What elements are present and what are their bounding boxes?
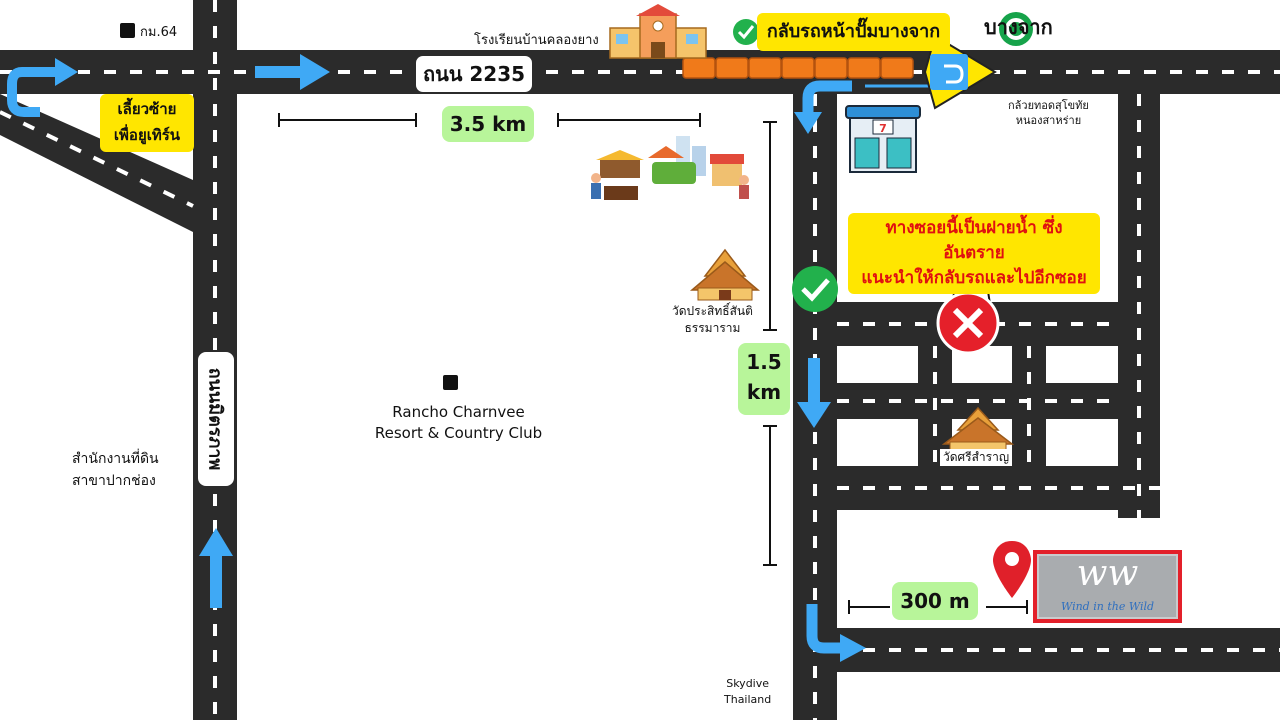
km64-label: กม.64 [140, 25, 178, 40]
distance-300m: 300 m [892, 582, 978, 620]
destination-name: Wind in the Wild [1060, 600, 1155, 613]
location-pin-icon [993, 541, 1031, 598]
skydive-label: Skydive Thailand [724, 676, 771, 708]
school-label: โรงเรียนบ้านคลองยาง [474, 33, 599, 48]
school-icon [609, 4, 707, 59]
warning-line2: แนะนำให้กลับรถและไปอีกซอย [861, 268, 1087, 288]
distance-1-5km-value: 1.5 [746, 350, 782, 374]
distance-1-5km: 1.5 km [738, 343, 790, 415]
distance-1-5km-unit: km [746, 380, 782, 404]
km-marker-dot [120, 23, 135, 38]
skydive-line2: Thailand [724, 693, 772, 706]
temple-1-icon [689, 248, 761, 301]
distance-brackets [278, 113, 1028, 614]
temple-1-line2: ธรรมาราม [684, 321, 741, 335]
banana-shop-line2: หนองสาหร่าย [1015, 114, 1082, 127]
east-arrow-head-icon [300, 54, 330, 90]
banana-shop-line1: กล้วยทอดสุโขทัย [1008, 99, 1089, 112]
return-at-pump-sign: กลับรถหน้าปั๊มบางจาก [757, 13, 950, 51]
land-office-line1: สำนักงานที่ดิน [72, 451, 159, 467]
south-arrow-shaft [808, 358, 820, 406]
road-bottom [837, 628, 1280, 672]
banana-shop-label: กล้วยทอดสุโขทัย หนองสาหร่าย [1008, 98, 1089, 128]
north-arrow-head-icon [199, 528, 233, 556]
u-turn-sign-label: เลี้ยวซ้าย เพื่อยูเทิร์น [100, 94, 194, 152]
destination-sign [1033, 550, 1182, 623]
u-turn-line1: เลี้ยวซ้าย [117, 100, 177, 118]
bangchak-logo-icon [999, 12, 1033, 46]
u-turn-sign-icon [923, 34, 997, 110]
check-icon-top [733, 19, 759, 45]
road-2235-label: ถนน 2235 [416, 56, 532, 92]
land-office-line2: สาขาปากช่อง [72, 473, 156, 489]
temple-1-line1: วัดประสิทธิ์สันติ [672, 304, 753, 318]
destination-logo: ww [1076, 553, 1139, 594]
bangchak-label: บางจาก [984, 15, 1053, 39]
mittraphap-road-label: ถนนมิตรภาพ [198, 352, 234, 486]
convenience-store-icon: 7 [845, 105, 921, 173]
u-turn-line2: เพื่อยูเทิร์น [113, 126, 181, 144]
resort-label: Rancho Charnvee Resort & Country Club [356, 402, 561, 444]
turn-east-arrow-icon [806, 604, 842, 654]
east-arrow-shaft [255, 66, 305, 78]
land-office-label: สำนักงานที่ดิน สาขาปากช่อง [72, 448, 159, 492]
mittraphap-road-text: ถนนมิตรภาพ [204, 367, 226, 471]
temple-1-label: วัดประสิทธิ์สันติ ธรรมาราม [672, 303, 753, 337]
skydive-line1: Skydive [726, 677, 770, 690]
warning-line1: ทางซอยนี้เป็นฝายน้ำ ซึ่งอันตราย [885, 218, 1063, 263]
no-entry-cross-icon [936, 291, 1000, 355]
svg-text:7: 7 [879, 122, 887, 135]
resort-dot [443, 375, 458, 390]
resort-line2: Resort & Country Club [374, 424, 543, 442]
distance-3-5km: 3.5 km [442, 106, 534, 142]
north-arrow-shaft [210, 550, 222, 608]
u-turn-arrowhead [55, 58, 78, 86]
u-turn-arrow-icon [6, 67, 55, 117]
warning-sign: ทางซอยนี้เป็นฝายน้ำ ซึ่งอันตราย แนะนำให้… [848, 213, 1100, 294]
south-arrow-head-icon [797, 402, 831, 428]
turn-south-arrow-icon [802, 80, 852, 112]
turn-east-arrowhead [840, 634, 866, 662]
market-icon [591, 136, 749, 200]
temple-2-label: วัดศรีสำราญ [940, 449, 1013, 466]
turn-south-arrowhead [794, 112, 822, 134]
resort-line1: Rancho Charnvee [392, 403, 525, 421]
road-diagonal [0, 94, 193, 232]
check-icon-road [792, 266, 838, 312]
traffic-cones-icon [682, 57, 914, 79]
